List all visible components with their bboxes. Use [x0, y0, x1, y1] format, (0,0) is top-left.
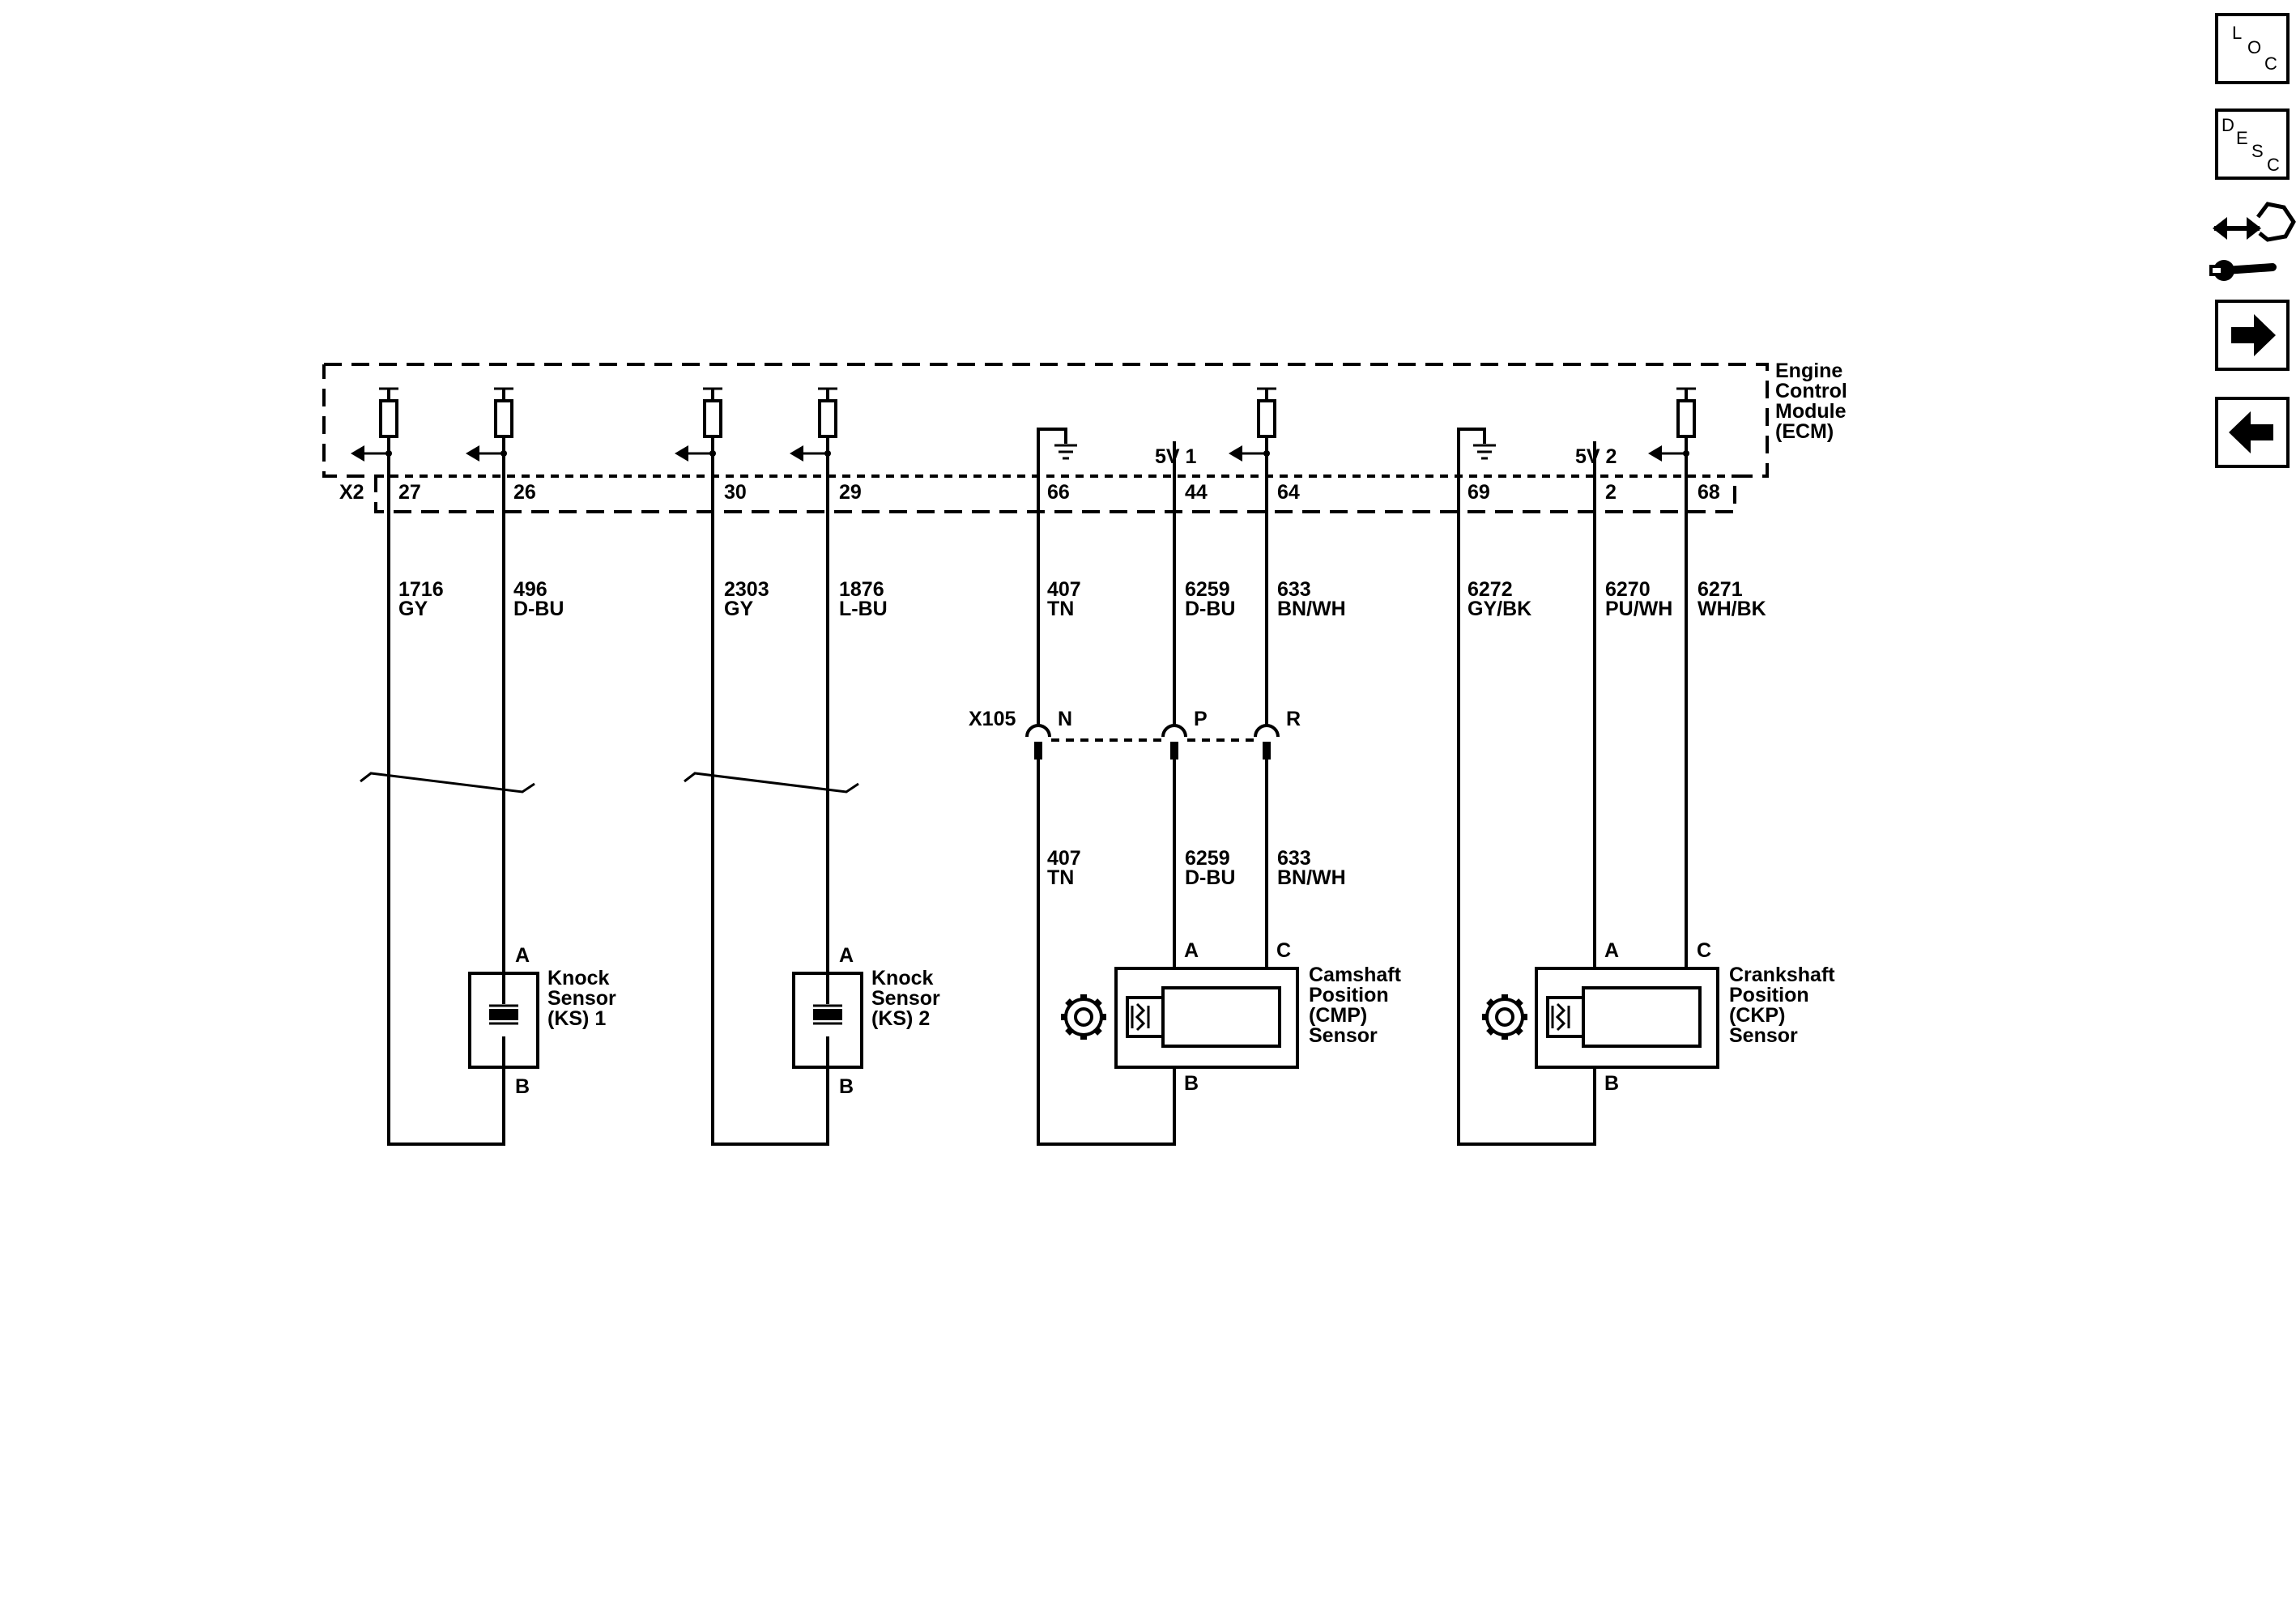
sensor-pin-a: A — [1184, 939, 1199, 962]
ecm-name-line-2: Control — [1775, 380, 1847, 402]
wire-color: D-BU — [513, 598, 564, 620]
wire-color: GY — [398, 598, 428, 620]
connector-name: X105 — [969, 708, 1016, 730]
sensor-name-line: (CKP) — [1729, 1004, 1785, 1027]
crankshaft-position-sensor: A C B Crankshaft Position (CKP) Sensor — [1482, 939, 1835, 1095]
wire-circuit: 6271 — [1698, 578, 1743, 601]
pin-29: 29 — [839, 481, 862, 504]
ecm-name-line-3: Module — [1775, 400, 1847, 423]
pin-64: 64 — [1277, 481, 1300, 504]
connector-tool-icon[interactable] — [2209, 202, 2296, 281]
camshaft-position-sensor: A C B Camshaft Position (CMP) Sensor — [1061, 939, 1402, 1095]
wire-circuit: 6272 — [1467, 578, 1513, 601]
sensor-pin-a: A — [515, 944, 530, 967]
sensor-pin-c: C — [1276, 939, 1291, 962]
wire-color: BN/WH — [1277, 598, 1346, 620]
desc-letter: D — [2221, 115, 2234, 135]
pin-2: 2 — [1605, 481, 1617, 504]
wire-color: WH/BK — [1698, 598, 1766, 620]
wire-color: D-BU — [1185, 866, 1236, 889]
wire-circuit: 6259 — [1185, 847, 1230, 870]
desc-letter: E — [2236, 128, 2248, 148]
wire-circuit: 407 — [1047, 578, 1081, 601]
wire-color: L-BU — [839, 598, 888, 620]
sensor-name-line: Position — [1309, 984, 1389, 1006]
pin-30: 30 — [724, 481, 747, 504]
wire-circuit: 2303 — [724, 578, 769, 601]
cavity-p: P — [1194, 708, 1208, 730]
sensor-pin-a: A — [839, 944, 854, 967]
sensor-name-line: Sensor — [547, 987, 616, 1010]
wire-color: GY/BK — [1467, 598, 1531, 620]
ecm-name-line-4: (ECM) — [1775, 420, 1834, 443]
loc-letter: O — [2247, 37, 2261, 57]
sensor-pin-c: C — [1697, 939, 1711, 962]
desc-letter: S — [2251, 141, 2264, 161]
sensor-name-line: Camshaft — [1309, 964, 1402, 986]
sensor-name-line: Sensor — [1729, 1024, 1798, 1047]
wire-circuit: 1876 — [839, 578, 884, 601]
sensor-name-line: Sensor — [871, 987, 940, 1010]
arrow-left-icon[interactable] — [2215, 397, 2290, 468]
ecm-connector-label: X2 — [339, 481, 364, 504]
sensor-pin-b: B — [1604, 1072, 1619, 1095]
wire-color: BN/WH — [1277, 866, 1346, 889]
wire-color: D-BU — [1185, 598, 1236, 620]
wire-labels-lower: 407 TN 6259 D-BU 633 BN/WH — [1047, 847, 1346, 889]
pin-27: 27 — [398, 481, 421, 504]
loc-letter: C — [2264, 53, 2277, 74]
sensor-pin-b: B — [515, 1075, 530, 1098]
inline-connector-x105: X105 N P R — [969, 708, 1301, 760]
pin-68: 68 — [1698, 481, 1720, 504]
ecm-module: Engine Control Module (ECM) X2 — [322, 360, 1847, 513]
sensor-name-line: Sensor — [1309, 1024, 1378, 1047]
arrow-right-icon[interactable] — [2215, 300, 2290, 371]
sensor-pin-b: B — [839, 1075, 854, 1098]
pin-66: 66 — [1047, 481, 1070, 504]
gear-icon — [1061, 994, 1106, 1040]
sensor-pin-b: B — [1184, 1072, 1199, 1095]
pin-69: 69 — [1467, 481, 1490, 504]
wire-color: TN — [1047, 866, 1074, 889]
pin-26: 26 — [513, 481, 536, 504]
ecm-pin-numbers: 27 26 30 29 66 44 64 69 2 68 — [398, 481, 1720, 504]
wire-circuit: 496 — [513, 578, 547, 601]
ecm-ground-symbols — [1037, 428, 1496, 494]
knock-sensor-1: A B Knock Sensor (KS) 1 — [468, 944, 616, 1098]
sensor-name-line: (CMP) — [1309, 1004, 1367, 1027]
sensor-name-line: Knock — [547, 967, 610, 989]
loc-letter: L — [2232, 23, 2242, 43]
desc-letter: C — [2267, 155, 2280, 175]
gear-icon — [1482, 994, 1527, 1040]
sensor-name-line: Position — [1729, 984, 1809, 1006]
wire-labels-upper: 1716 GY 496 D-BU 2303 GY 1876 L-BU 407 T… — [398, 578, 1766, 620]
sensor-name-line: Knock — [871, 967, 934, 989]
sensor-pin-a: A — [1604, 939, 1619, 962]
sensor-name-line: (KS) 1 — [547, 1007, 606, 1030]
sensor-name-line: (KS) 2 — [871, 1007, 930, 1030]
wire-color: TN — [1047, 598, 1074, 620]
nav-toolbar: L O C D E S C — [2209, 13, 2296, 468]
description-button[interactable]: D E S C — [2215, 109, 2290, 180]
pin-44: 44 — [1185, 481, 1208, 504]
wire-circuit: 633 — [1277, 847, 1311, 870]
ecm-name-line-1: Engine — [1775, 360, 1842, 382]
wires — [360, 441, 1688, 1146]
wire-circuit: 407 — [1047, 847, 1081, 870]
sensor-name-line: Crankshaft — [1729, 964, 1835, 986]
wire-color: GY — [724, 598, 753, 620]
wire-color: PU/WH — [1605, 598, 1672, 620]
location-button[interactable]: L O C — [2215, 13, 2290, 84]
wire-circuit: 633 — [1277, 578, 1311, 601]
wire-circuit: 6259 — [1185, 578, 1230, 601]
knock-sensor-2: A B Knock Sensor (KS) 2 — [792, 944, 940, 1098]
wire-circuit: 1716 — [398, 578, 444, 601]
cavity-r: R — [1286, 708, 1301, 730]
cavity-n: N — [1058, 708, 1072, 730]
ecm-internal-resistors — [351, 387, 1696, 462]
wire-circuit: 6270 — [1605, 578, 1651, 601]
